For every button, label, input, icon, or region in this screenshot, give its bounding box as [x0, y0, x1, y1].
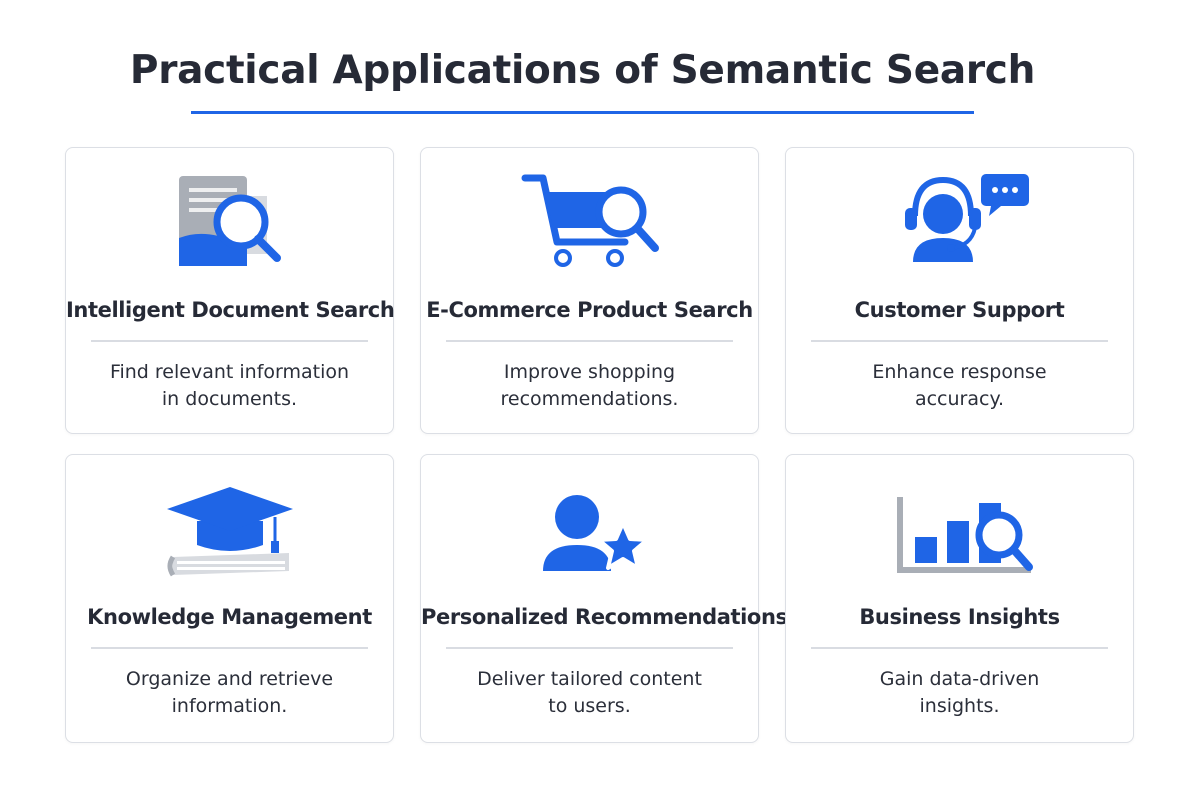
card-personalized-recommendations[interactable]: Personalized Recommendations Deliver tai…	[420, 454, 788, 743]
card-intelligent-document-search[interactable]: Intelligent Document Search Find relevan…	[65, 147, 395, 434]
card-title: Intelligent Document Search	[66, 298, 395, 322]
card-divider	[91, 340, 368, 342]
card-description: Gain data-driven insights.	[879, 668, 1040, 717]
page-title: Practical Applications of Semantic Searc…	[129, 48, 1036, 93]
card-divider	[811, 340, 1108, 342]
card-divider	[91, 647, 368, 649]
card-knowledge-management[interactable]: Knowledge Management Organize and retrie…	[65, 454, 394, 743]
card-e-commerce-product-search[interactable]: E-Commerce Product Search Improve shoppi…	[420, 147, 759, 434]
card-divider	[446, 647, 733, 649]
user-star-icon	[515, 473, 665, 583]
card-customer-support[interactable]: Customer Support Enhance response accura…	[785, 147, 1134, 434]
card-description: Enhance response accuracy.	[872, 361, 1047, 410]
card-title: Business Insights	[859, 605, 1060, 629]
card-description: Organize and retrieve information.	[125, 668, 334, 717]
bar-chart-search-icon	[885, 473, 1035, 583]
document-search-icon	[155, 166, 305, 276]
card-title: E-Commerce Product Search	[426, 298, 753, 322]
graduation-cap-book-icon	[155, 473, 305, 583]
support-agent-chat-icon	[885, 166, 1035, 276]
title-underline	[191, 111, 974, 114]
card-description: Find relevant information in documents.	[109, 361, 350, 410]
card-description: Deliver tailored content to users.	[477, 668, 702, 717]
card-divider	[811, 647, 1108, 649]
shopping-cart-search-icon	[515, 166, 665, 276]
card-business-insights[interactable]: Business Insights Gain data-driven insig…	[785, 454, 1134, 743]
card-title: Customer Support	[854, 298, 1065, 322]
card-description: Improve shopping recommendations.	[500, 361, 679, 410]
card-title: Personalized Recommendations	[421, 605, 788, 629]
card-title: Knowledge Management	[87, 605, 372, 629]
card-divider	[446, 340, 733, 342]
